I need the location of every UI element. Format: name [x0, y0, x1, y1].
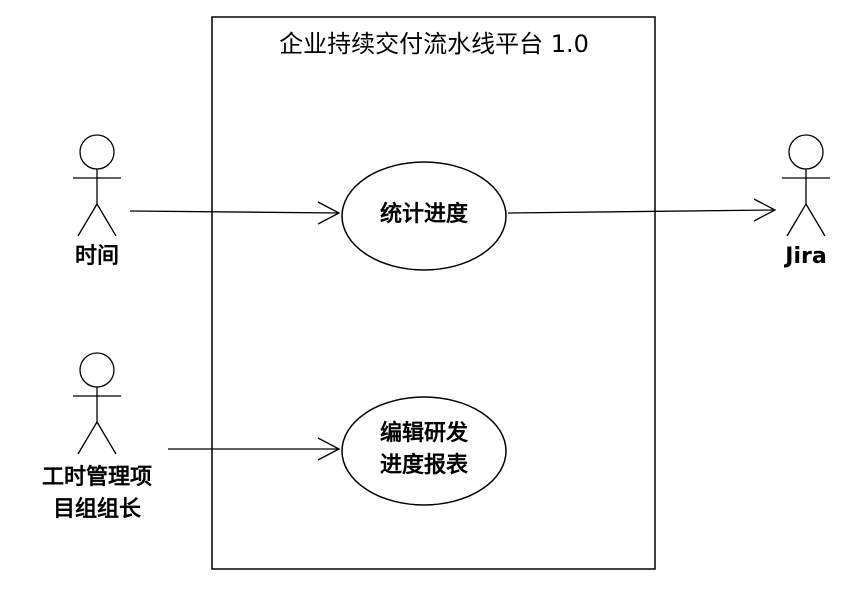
- actor-figure-jira: [782, 134, 830, 237]
- use-case-ellipse-report: [341, 396, 507, 506]
- actor-label-team-lead: 工时管理项 目组组长: [41, 465, 152, 522]
- actor-figure-team-lead: [73, 352, 121, 455]
- use-case-ellipse-progress: [341, 161, 507, 271]
- actor-label-jira: Jira: [785, 244, 827, 269]
- association-time-to-progress: [129, 201, 341, 225]
- use-case-label-progress: 统计进度: [379, 202, 468, 227]
- use-case-label-report: 编辑研发 进度报表: [379, 421, 468, 478]
- actor-label-time: 时间: [74, 244, 119, 269]
- actor-figure-time: [73, 134, 121, 237]
- system-boundary: [211, 16, 656, 570]
- association-lead-to-report: [168, 437, 341, 461]
- association-progress-to-jira: [507, 198, 777, 222]
- system-title: 企业持续交付流水线平台 1.0: [279, 30, 589, 58]
